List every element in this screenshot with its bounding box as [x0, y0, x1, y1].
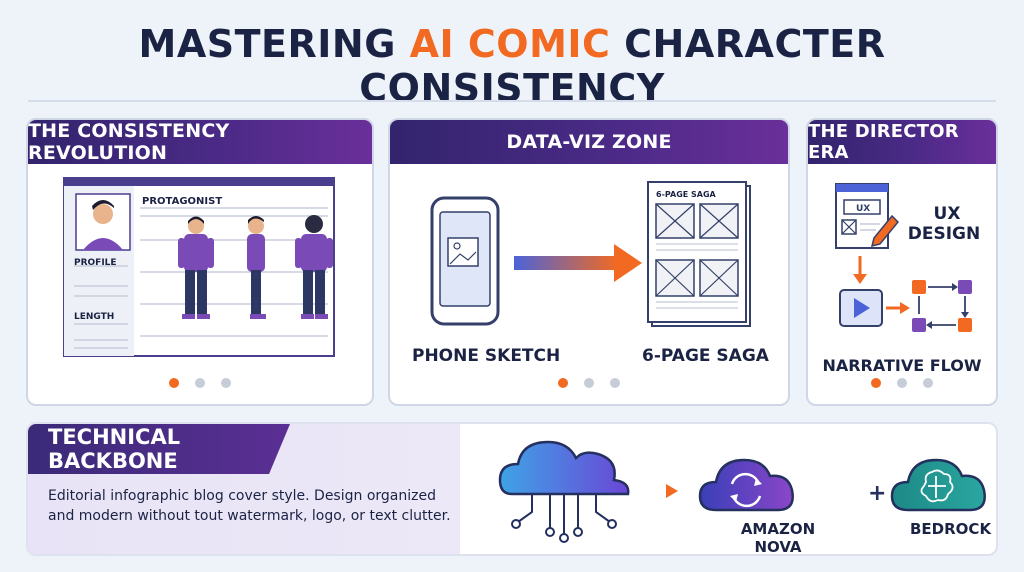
- carousel-dot-2[interactable]: [584, 378, 594, 388]
- cloud-stack-illustration: +: [498, 440, 986, 543]
- carousel-dots[interactable]: [390, 378, 788, 388]
- consistency-revolution-card: THE CONSISTENCY REVOLUTION: [26, 118, 374, 406]
- six-page-saga-label: 6-PAGE SAGA: [642, 346, 769, 366]
- protagonist-label: PROTAGONIST: [142, 196, 223, 207]
- narrative-flow-label: NARRATIVE FLOW: [822, 356, 982, 375]
- director-era-card: THE DIRECTOR ERA: [806, 118, 998, 406]
- six-page-saga-icon: [647, 181, 751, 327]
- carousel-dot-3[interactable]: [610, 378, 620, 388]
- amazon-nova-label: AMAZON NOVA: [740, 520, 816, 556]
- carousel-dot-2[interactable]: [195, 378, 205, 388]
- title-part-2: CHARACTER CONSISTENCY: [359, 22, 886, 110]
- carousel-dot-3[interactable]: [923, 378, 933, 388]
- character-sheet-illustration: [63, 177, 335, 357]
- dataviz-zone-card: DATA-VIZ ZONE: [388, 118, 790, 406]
- director-era-heading: THE DIRECTOR ERA: [808, 120, 996, 164]
- ux-badge: UX: [856, 204, 871, 214]
- technical-backbone-heading: TECHNICAL BACKBONE: [28, 424, 290, 474]
- consistency-revolution-heading: THE CONSISTENCY REVOLUTION: [28, 120, 372, 164]
- director-era-illustration: [835, 183, 972, 332]
- amazon-nova-icon: [698, 458, 794, 512]
- phone-to-saga-illustration: [430, 181, 751, 327]
- page-title: MASTERING AI COMIC CHARACTER CONSISTENCY: [0, 22, 1024, 110]
- narrative-flow-icon: [912, 280, 972, 332]
- carousel-dots[interactable]: [808, 378, 996, 388]
- title-part-1: MASTERING: [138, 22, 396, 66]
- title-highlight: AI COMIC: [409, 22, 611, 66]
- video-play-icon: [839, 289, 883, 327]
- carousel-dot-1[interactable]: [558, 378, 568, 388]
- flow-arrow-icon: [666, 484, 678, 498]
- phone-sketch-icon: [430, 196, 500, 326]
- technical-backbone-section: TECHNICAL BACKBONE Editorial infographic…: [26, 422, 998, 556]
- carousel-dot-1[interactable]: [871, 378, 881, 388]
- character-back-view: [295, 215, 333, 319]
- ux-label-line-1: UX: [933, 204, 961, 224]
- dataviz-zone-heading: DATA-VIZ ZONE: [390, 120, 788, 164]
- ux-design-icon: [835, 183, 900, 249]
- phone-sketch-label: PHONE SKETCH: [412, 346, 561, 366]
- saga-doc-title: 6-PAGE SAGA: [656, 190, 716, 199]
- carousel-dot-1[interactable]: [169, 378, 179, 388]
- plus-sign: +: [868, 481, 886, 506]
- technical-backbone-info: TECHNICAL BACKBONE Editorial infographic…: [28, 424, 460, 554]
- carousel-dots[interactable]: [28, 378, 372, 388]
- ux-label-line-2: DESIGN: [907, 224, 981, 244]
- length-label: LENGTH: [74, 312, 115, 322]
- bedrock-icon: [890, 458, 986, 512]
- bedrock-label: BEDROCK: [910, 520, 992, 538]
- technical-backbone-description: Editorial infographic blog cover style. …: [48, 488, 451, 524]
- title-divider: [28, 100, 996, 102]
- transform-arrow: [514, 256, 618, 270]
- profile-label: PROFILE: [74, 258, 117, 268]
- character-front-view: [178, 216, 214, 319]
- character-side-view: [247, 216, 266, 319]
- carousel-dot-2[interactable]: [897, 378, 907, 388]
- carousel-dot-3[interactable]: [221, 378, 231, 388]
- circuit-cloud-icon: [498, 440, 630, 543]
